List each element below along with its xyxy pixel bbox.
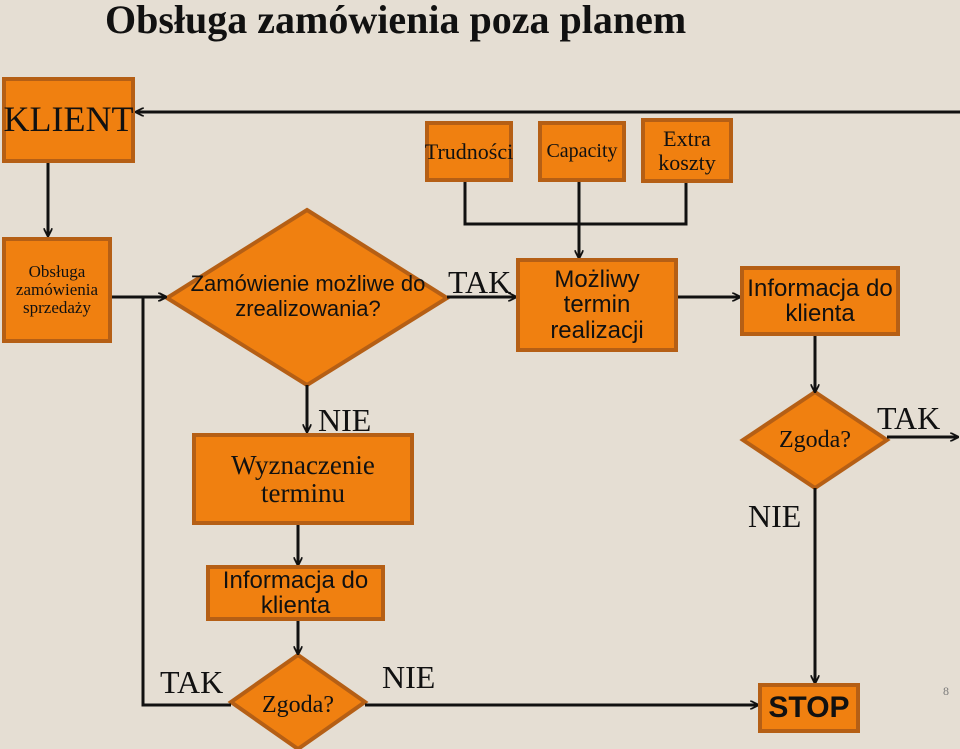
label-nie-main: NIE [318,402,372,438]
edge-zgoda-bottom-tak [141,297,231,707]
capacity-box: Capacity [538,121,626,182]
decision-possible-text: Zamówienie możliwe do zrealizowania? [190,271,426,322]
mozliwy-termin-label: Możliwy termin realizacji [550,266,644,344]
page-number: 8 [943,684,949,698]
label-tak-main: TAK [448,264,512,300]
wyznaczenie-label: Wyznaczenie terminu [231,449,375,508]
wyznaczenie-box: Wyznaczenie terminu [192,433,414,525]
extra-koszty-box: Extra koszty [641,118,733,183]
label-tak-right: TAK [877,400,941,436]
extra-koszty-label: Extra koszty [658,126,716,175]
edge-constraints-bracket [463,182,688,226]
label-nie-bottom: NIE [382,659,436,695]
capacity-label: Capacity [546,140,618,162]
label-tak-bottom: TAK [160,664,224,700]
label-nie-right: NIE [748,498,802,534]
zgoda-right-text: Zgoda? [779,427,851,453]
stop-box: STOP [758,683,860,733]
klient-label: KLIENT [3,99,134,140]
stop-label: STOP [768,691,850,725]
informacja-right-label: Informacja do klienta [747,274,893,327]
informacja-right-box: Informacja do klienta [740,266,900,336]
klient-box: KLIENT [2,77,135,163]
trudnosci-box: Trudności [425,121,513,182]
obsluga-box: Obsługa zamówienia sprzedaży [2,237,112,343]
informacja-bottom-label: Informacja do klienta [222,566,369,619]
mozliwy-termin-box: Możliwy termin realizacji [516,258,678,352]
page-title: Obsługa zamówienia poza planem [105,0,687,42]
zgoda-bottom-text: Zgoda? [262,692,334,718]
trudnosci-label: Trudności [424,138,514,164]
obsluga-label: Obsługa zamówienia sprzedaży [15,262,99,317]
zgoda-bottom-diamond [227,652,369,749]
informacja-bottom-box: Informacja do klienta [206,565,385,621]
